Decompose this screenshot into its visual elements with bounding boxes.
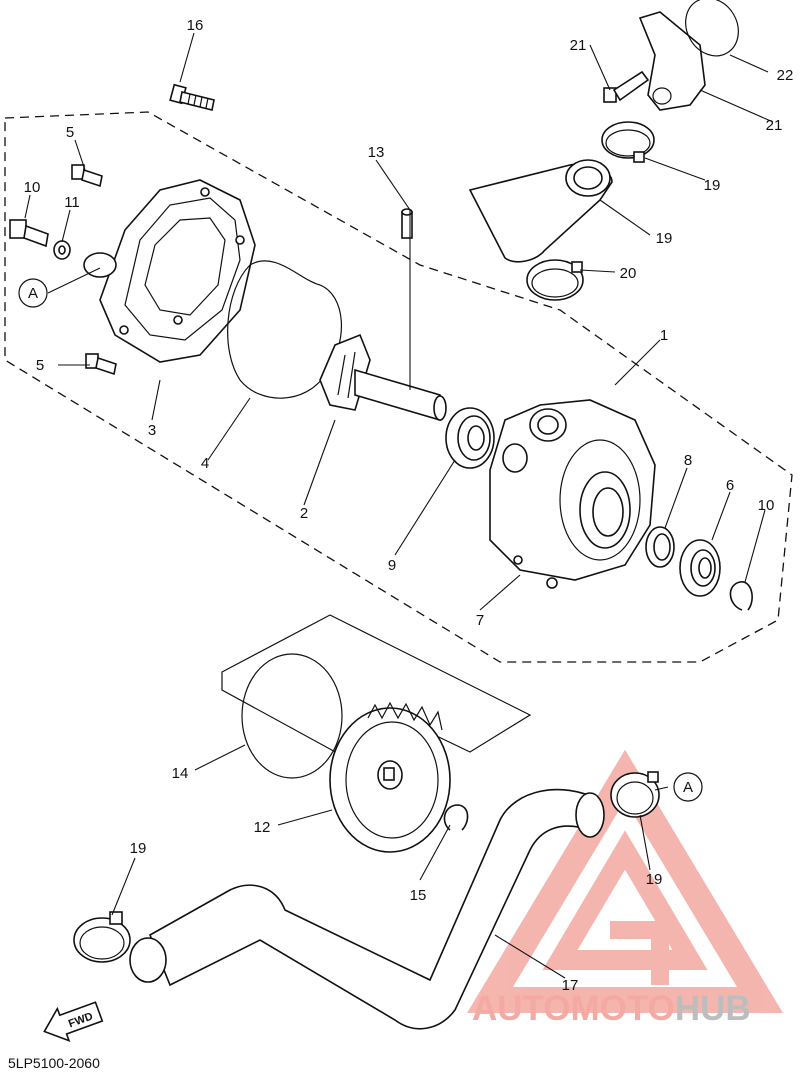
assembly-group-outline	[4, 111, 793, 663]
part-label-12: 11	[64, 194, 80, 211]
part-label-20: 19	[656, 230, 673, 247]
hose-18-end-right	[575, 792, 605, 838]
washer-12	[53, 240, 71, 260]
impeller-shaft-2	[319, 333, 447, 422]
part-label-19-right: 19	[646, 871, 663, 888]
clamp-21-lower	[526, 259, 584, 301]
fwd-arrow: FWD	[43, 1001, 104, 1042]
part-label-21-upper: 19	[704, 177, 721, 194]
part-label-3: 3	[148, 422, 156, 439]
part-label-11: 10	[24, 179, 41, 196]
part-label-13: 12	[254, 819, 271, 836]
part-label-7: 7	[476, 612, 484, 629]
bolt-23	[603, 70, 650, 103]
part-label-5-lower: 5	[36, 357, 44, 374]
part-label-17: 16	[187, 17, 204, 34]
part-label-5-upper: 5	[66, 124, 74, 141]
part-label-14: 13	[368, 144, 385, 161]
pump-housing-7	[489, 399, 656, 589]
oring-24	[685, 0, 739, 57]
bolt-5-upper	[71, 164, 103, 188]
part-label-23: 21	[570, 37, 587, 54]
part-label-10: 10	[758, 497, 775, 514]
part-label-1: 1	[660, 327, 668, 344]
callout-a-circle-left	[18, 278, 48, 308]
part-label-18: 17	[562, 977, 579, 994]
seal-9	[445, 407, 495, 469]
part-label-2: 2	[300, 505, 308, 522]
gear-13	[329, 701, 451, 853]
callout-a-left: A	[28, 285, 38, 302]
clamp-19-right	[610, 771, 660, 818]
hose-20	[468, 159, 613, 263]
part-label-6: 6	[726, 477, 734, 494]
watermark-text-secondary: HUB	[675, 989, 751, 1028]
hose-18-end-left	[129, 937, 167, 983]
circlip-16	[443, 804, 469, 831]
part-label-19-left: 19	[130, 840, 147, 857]
part-label-15: 14	[172, 765, 189, 782]
joint-22	[638, 11, 706, 111]
leader-lines	[24, 32, 774, 979]
bolt-11	[9, 219, 49, 248]
watermark-logo	[467, 749, 783, 1013]
circlip-10	[729, 581, 753, 611]
pump-cover-3	[83, 179, 256, 363]
gasket-15	[241, 653, 343, 779]
part-label-21-lower: 20	[620, 265, 637, 282]
callout-a-circle-right	[673, 772, 703, 802]
part-label-9: 9	[388, 557, 396, 574]
part-labels: 16 5 10 11 5 3 4 2 9 7 13 1 8 6 10 19 20…	[24, 17, 794, 994]
clamp-19-left	[73, 911, 131, 963]
part-label-16: 15	[410, 887, 427, 904]
watermark-text: AUTOMOTOHUB	[472, 989, 751, 1028]
callout-a-right: A	[683, 779, 693, 796]
part-label-4: 4	[201, 455, 209, 472]
bolt-17	[169, 83, 215, 111]
bearing-6	[679, 539, 721, 597]
part-label-22: 21	[766, 117, 783, 134]
diagram-code: 5LP5100-2060	[8, 1055, 100, 1071]
clamp-21-upper	[601, 121, 655, 163]
seal-8	[645, 526, 675, 568]
watermark-text-primary: AUTOMOTO	[472, 989, 675, 1028]
part-label-24: 22	[777, 67, 794, 84]
bolt-5-lower	[85, 353, 117, 376]
part-label-8: 8	[684, 452, 692, 469]
